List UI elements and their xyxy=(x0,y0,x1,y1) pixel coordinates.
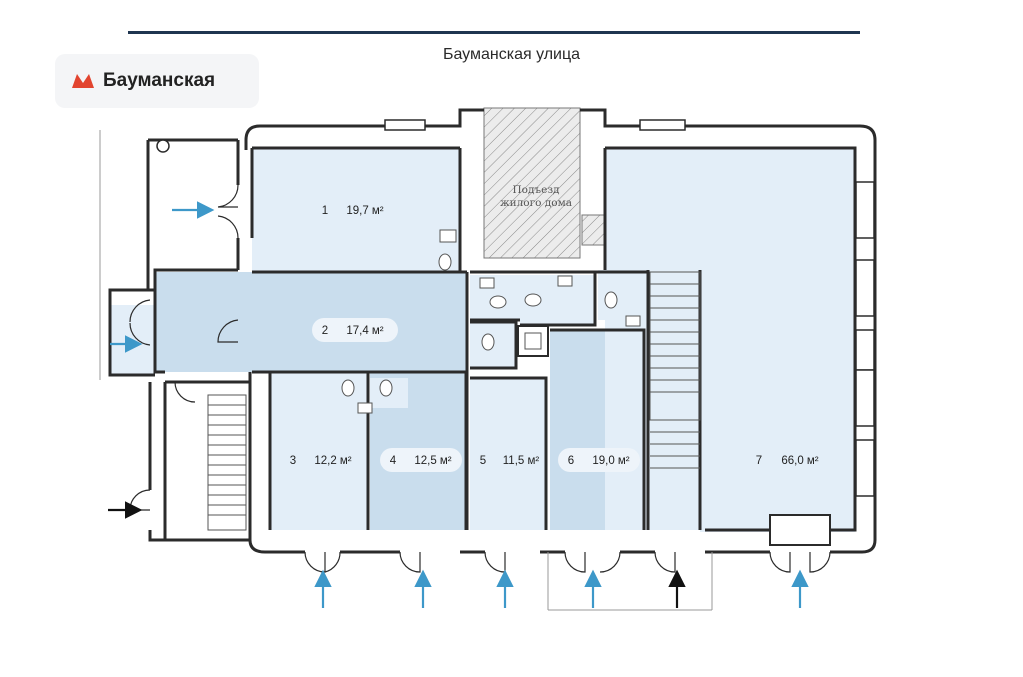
column-icon xyxy=(156,139,170,153)
sink-icon xyxy=(625,315,641,327)
svg-text:19,0 м²: 19,0 м² xyxy=(592,455,629,467)
svg-text:1: 1 xyxy=(322,205,328,217)
sink-icon xyxy=(439,229,457,243)
room-labels: 1 19,7 м² 2 17,4 м² 3 12,2 м² 4 12,5 м² … xyxy=(290,205,819,472)
entrance-label-line2: жилого дома xyxy=(500,197,572,209)
toilet-icons xyxy=(341,253,618,397)
room-1-label: 1 19,7 м² xyxy=(322,205,384,217)
sink-icons xyxy=(357,229,641,414)
svg-text:7: 7 xyxy=(756,455,762,467)
sink-icon xyxy=(357,402,373,414)
entrance-label-line1: Подъезд xyxy=(512,184,560,196)
svg-text:11,5 м²: 11,5 м² xyxy=(503,455,540,467)
metro-badge: Бауманская xyxy=(55,54,259,108)
metro-station-name: Бауманская xyxy=(103,70,216,91)
walls xyxy=(108,108,877,554)
vestibule-fill xyxy=(110,305,155,375)
svg-text:3: 3 xyxy=(290,455,296,467)
svg-text:6: 6 xyxy=(568,455,574,467)
bath-fill-c xyxy=(598,270,648,320)
windows-right xyxy=(855,181,875,497)
room-4-label: 4 12,5 м² xyxy=(380,448,462,472)
toilet-icon xyxy=(341,379,355,397)
sink-icon xyxy=(479,277,495,289)
room-2-label: 2 17,4 м² xyxy=(312,318,398,342)
porch-7 xyxy=(769,514,831,546)
toilet-icon xyxy=(481,333,495,351)
stairs-left-icon xyxy=(207,394,247,531)
svg-text:4: 4 xyxy=(390,455,397,467)
toilet-icon xyxy=(524,293,542,307)
room-5-fill xyxy=(470,378,546,530)
room-7-lower-fill xyxy=(700,270,855,532)
metro-icon xyxy=(72,74,94,88)
svg-text:5: 5 xyxy=(480,455,486,467)
room-5-label: 5 11,5 м² xyxy=(480,455,540,467)
residential-entrance-block xyxy=(483,107,581,259)
entry-arrow-icons xyxy=(108,201,809,608)
toilet-icon xyxy=(438,253,452,271)
svg-text:12,2 м²: 12,2 м² xyxy=(314,455,351,467)
svg-text:66,0 м²: 66,0 м² xyxy=(781,455,818,467)
window-top-right xyxy=(639,119,686,131)
sink-icon xyxy=(557,275,573,287)
room-2-fill xyxy=(155,272,467,372)
street-label: Бауманская улица xyxy=(442,46,581,63)
elevator-inner xyxy=(524,332,542,350)
entrance-steps xyxy=(99,130,713,611)
toilet-icon xyxy=(489,295,507,309)
toilet-icon xyxy=(604,291,618,309)
room-6-label: 6 19,0 м² xyxy=(558,448,640,472)
stairs-icon xyxy=(649,271,701,469)
entrance-small-hatch xyxy=(581,214,605,246)
room-3-label: 3 12,2 м² xyxy=(290,455,352,467)
window-top xyxy=(384,119,426,131)
room-fills xyxy=(110,148,855,532)
svg-text:2: 2 xyxy=(322,325,328,337)
svg-text:17,4 м²: 17,4 м² xyxy=(346,325,383,337)
svg-text:12,5 м²: 12,5 м² xyxy=(414,455,451,467)
elevator-shaft xyxy=(517,325,549,357)
toilet-icon xyxy=(379,379,393,397)
room-7-label: 7 66,0 м² xyxy=(756,455,819,467)
street-line xyxy=(128,31,860,34)
svg-text:19,7 м²: 19,7 м² xyxy=(346,205,383,217)
